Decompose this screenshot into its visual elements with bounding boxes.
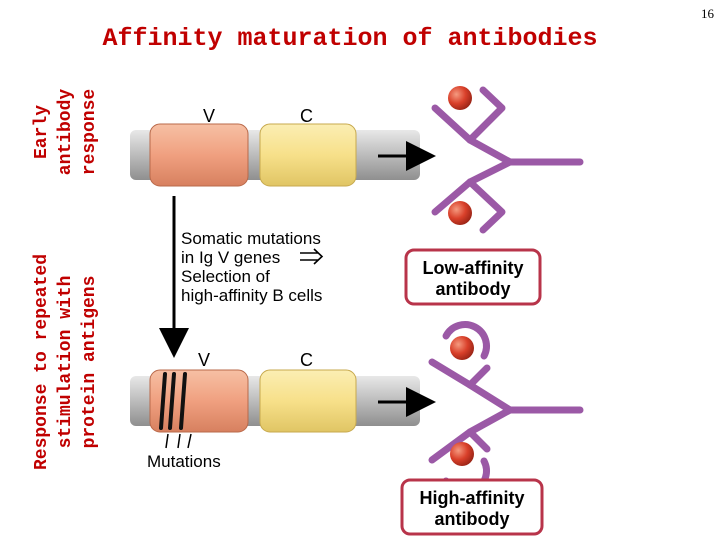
- process-line-2: in Ig V genes: [181, 248, 280, 267]
- early-c-label: C: [300, 106, 313, 126]
- low-lower-arm: [466, 178, 506, 234]
- low-antigen-lower: [448, 201, 472, 225]
- high-antigen-lower: [450, 442, 474, 466]
- early-v-segment: [149, 123, 249, 187]
- high-box-line-2: antibody: [435, 509, 510, 529]
- page-number: 16: [701, 6, 714, 21]
- low-box-line-1: Low-affinity: [423, 258, 524, 278]
- high-lower-arm: [466, 428, 491, 453]
- low-affinity-antibody: [431, 86, 584, 234]
- low-upper-heavy-chain: [431, 104, 584, 166]
- low-antigen-upper: [448, 86, 472, 110]
- early-v-label: V: [203, 106, 215, 126]
- mutation-mark-3: [179, 372, 187, 430]
- high-box-line-1: High-affinity: [420, 488, 525, 508]
- mutations-label: Mutations: [147, 452, 221, 471]
- mutated-v-label: V: [198, 350, 210, 370]
- mutation-mark-2: [168, 372, 176, 430]
- high-upper-cup: [442, 321, 490, 360]
- high-affinity-box: High-affinity antibody: [400, 478, 544, 536]
- high-antigen-upper: [450, 336, 474, 360]
- high-affinity-antibody: [428, 321, 584, 496]
- mutated-c-segment: [259, 369, 357, 433]
- mutation-pointer-3: [187, 433, 192, 449]
- early-gene: V C: [130, 106, 420, 187]
- low-box-line-2: antibody: [436, 279, 511, 299]
- slide-title: Affinity maturation of antibodies: [102, 24, 598, 53]
- mutation-pointer-1: [165, 433, 169, 449]
- process-description: Somatic mutations in Ig V genes Selectio…: [181, 229, 324, 305]
- high-affinity-box-frame: [400, 478, 544, 536]
- mutation-pointer-2: [177, 433, 181, 449]
- low-upper-arm: [466, 86, 506, 144]
- process-line-3: Selection of: [181, 267, 270, 286]
- process-line-4: high-affinity B cells: [181, 286, 322, 305]
- mutated-c-label: C: [300, 350, 313, 370]
- mutation-mark-1: [159, 372, 167, 430]
- low-affinity-box: Low-affinity antibody: [404, 248, 542, 306]
- mutated-gene: V C Mutations: [130, 350, 420, 471]
- low-affinity-box-frame: [404, 248, 542, 306]
- high-upper-arm: [466, 364, 491, 389]
- high-upper-heavy-chain: [428, 358, 584, 414]
- process-arrow-icon: [300, 248, 324, 265]
- early-c-segment: [259, 123, 357, 187]
- process-line-1: Somatic mutations: [181, 229, 321, 248]
